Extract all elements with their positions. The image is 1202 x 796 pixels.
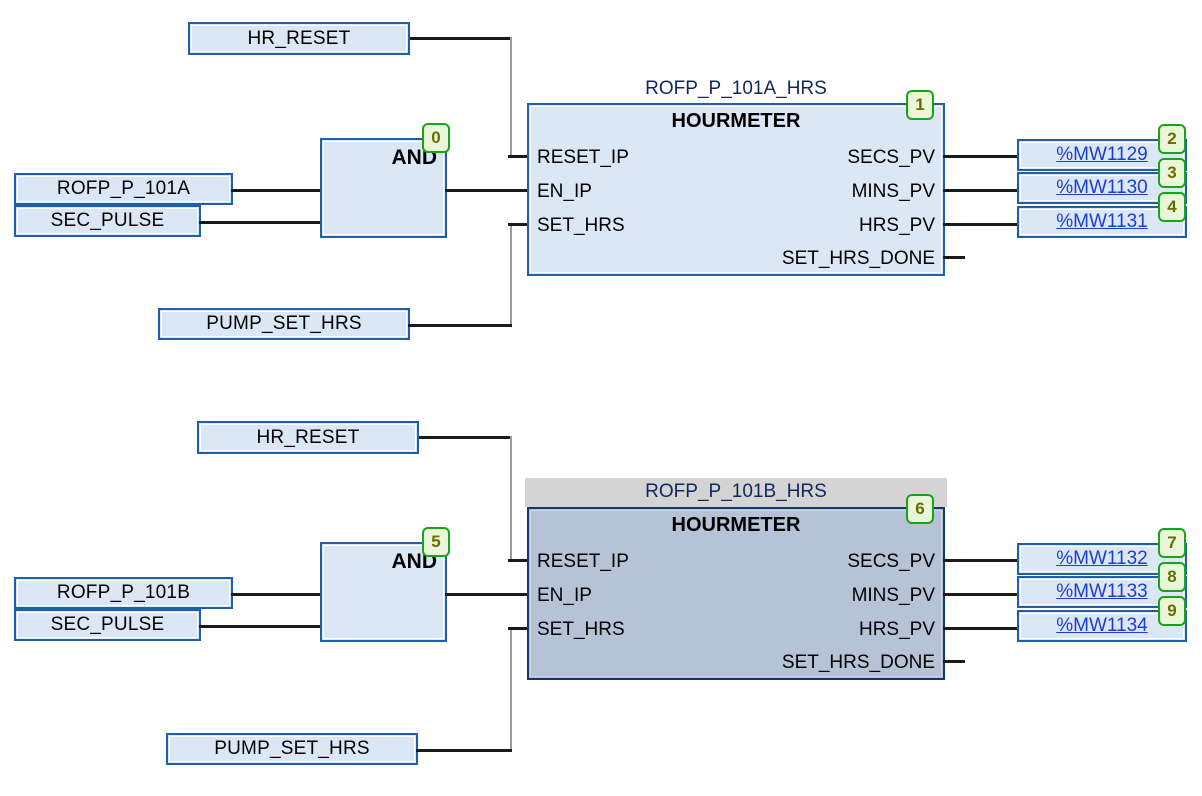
badge-output-3[interactable]: 3: [1158, 158, 1186, 188]
variable-hr-reset-b[interactable]: HR_RESET: [197, 421, 419, 454]
address-label: %MW1134: [1056, 615, 1148, 636]
pin-hrs-pv: HRS_PV: [858, 215, 935, 236]
wire-secs-pv-a: [943, 155, 1019, 158]
address-label: %MW1129: [1056, 144, 1148, 165]
wire-hrs-pv-b: [943, 627, 1019, 630]
function-block-type: HOURMETER: [671, 514, 801, 536]
selection-band-b: [525, 478, 947, 507]
pin-mins-pv: MINS_PV: [851, 585, 935, 606]
wire-sec-pulse-a: [199, 221, 322, 224]
variable-pump-set-hrs-b[interactable]: PUMP_SET_HRS: [166, 733, 418, 765]
address-label: %MW1130: [1056, 177, 1148, 198]
wire-secs-pv-b: [943, 559, 1019, 562]
variable-hr-reset-a[interactable]: HR_RESET: [188, 22, 410, 55]
variable-label: SEC_PULSE: [50, 210, 165, 231]
wire-hr-reset-a-v: [510, 37, 512, 155]
wire-pump-set-hrs-a-v: [510, 223, 512, 324]
and-block-0[interactable]: AND: [320, 138, 447, 238]
pin-en-ip: EN_IP: [537, 585, 592, 606]
pin-hrs-pv: HRS_PV: [858, 619, 935, 640]
variable-label: ROFP_P_101A: [56, 178, 191, 199]
variable-sec-pulse-a[interactable]: SEC_PULSE: [14, 205, 201, 237]
address-label: %MW1132: [1056, 548, 1148, 569]
and-block-label: AND: [391, 550, 438, 573]
pin-set-hrs-done: SET_HRS_DONE: [781, 652, 935, 673]
pin-reset-ip: RESET_IP: [537, 551, 629, 572]
and-block-5[interactable]: AND: [320, 542, 447, 642]
pin-en-ip: EN_IP: [537, 181, 592, 202]
stub-set-hrs-done-a: [943, 256, 965, 259]
variable-label: ROFP_P_101B: [56, 582, 191, 603]
wire-hr-reset-b-stub: [508, 559, 529, 562]
badge-output-8[interactable]: 8: [1158, 562, 1186, 592]
pin-reset-ip: RESET_IP: [537, 147, 629, 168]
variable-rofp-p-101a[interactable]: ROFP_P_101A: [14, 173, 233, 205]
and-block-label: AND: [391, 146, 438, 169]
wire-and-5-to-en-ip: [445, 593, 529, 596]
badge-function-block-a[interactable]: 1: [906, 90, 934, 120]
wire-rofp-p-101b: [231, 593, 322, 596]
pin-set-hrs-done: SET_HRS_DONE: [781, 248, 935, 269]
badge-and-5[interactable]: 5: [422, 527, 450, 557]
wire-pump-set-hrs-a-h: [408, 324, 512, 327]
variable-pump-set-hrs-a[interactable]: PUMP_SET_HRS: [158, 308, 410, 340]
variable-label: SEC_PULSE: [50, 614, 165, 635]
badge-output-4[interactable]: 4: [1158, 192, 1186, 222]
wire-and-0-to-en-ip: [445, 189, 529, 192]
badge-output-7[interactable]: 7: [1158, 528, 1186, 558]
pin-secs-pv: SECS_PV: [847, 551, 935, 572]
wire-pump-set-hrs-b-h: [416, 749, 512, 752]
variable-sec-pulse-b[interactable]: SEC_PULSE: [14, 609, 201, 641]
wire-pump-set-hrs-b-stub: [508, 627, 529, 630]
function-block-type: HOURMETER: [671, 110, 801, 132]
wire-rofp-p-101a: [231, 189, 322, 192]
wire-pump-set-hrs-b-v: [510, 627, 512, 749]
pin-set-hrs: SET_HRS: [537, 619, 625, 640]
wire-hr-reset-b-h: [419, 436, 512, 439]
badge-and-0[interactable]: 0: [422, 123, 450, 153]
variable-label: HR_RESET: [247, 27, 351, 49]
instance-name-a: ROFP_P_101A_HRS: [645, 78, 827, 99]
wire-hr-reset-b-v: [510, 436, 512, 559]
function-block-hourmeter-a[interactable]: HOURMETER RESET_IP EN_IP SET_HRS SECS_PV…: [527, 103, 945, 276]
wire-mins-pv-b: [943, 593, 1019, 596]
variable-label: HR_RESET: [256, 426, 360, 448]
wire-hr-reset-a-h: [410, 37, 512, 40]
address-label: %MW1133: [1056, 581, 1148, 602]
badge-function-block-b[interactable]: 6: [906, 494, 934, 524]
wire-sec-pulse-b: [199, 625, 322, 628]
pin-set-hrs: SET_HRS: [537, 215, 625, 236]
badge-output-9[interactable]: 9: [1158, 596, 1186, 626]
stub-set-hrs-done-b: [943, 660, 965, 663]
address-label: %MW1131: [1056, 211, 1148, 232]
pin-secs-pv: SECS_PV: [847, 147, 935, 168]
variable-rofp-p-101b[interactable]: ROFP_P_101B: [14, 577, 233, 609]
instance-name-b: ROFP_P_101B_HRS: [645, 481, 827, 502]
variable-label: PUMP_SET_HRS: [214, 738, 370, 759]
wire-hrs-pv-a: [943, 223, 1019, 226]
wire-hr-reset-a-stub: [508, 155, 529, 158]
function-block-hourmeter-b[interactable]: HOURMETER RESET_IP EN_IP SET_HRS SECS_PV…: [527, 507, 945, 680]
pin-mins-pv: MINS_PV: [851, 181, 935, 202]
wire-mins-pv-a: [943, 189, 1019, 192]
wire-pump-set-hrs-a-stub: [508, 223, 529, 226]
badge-output-2[interactable]: 2: [1158, 124, 1186, 154]
variable-label: PUMP_SET_HRS: [206, 313, 362, 334]
